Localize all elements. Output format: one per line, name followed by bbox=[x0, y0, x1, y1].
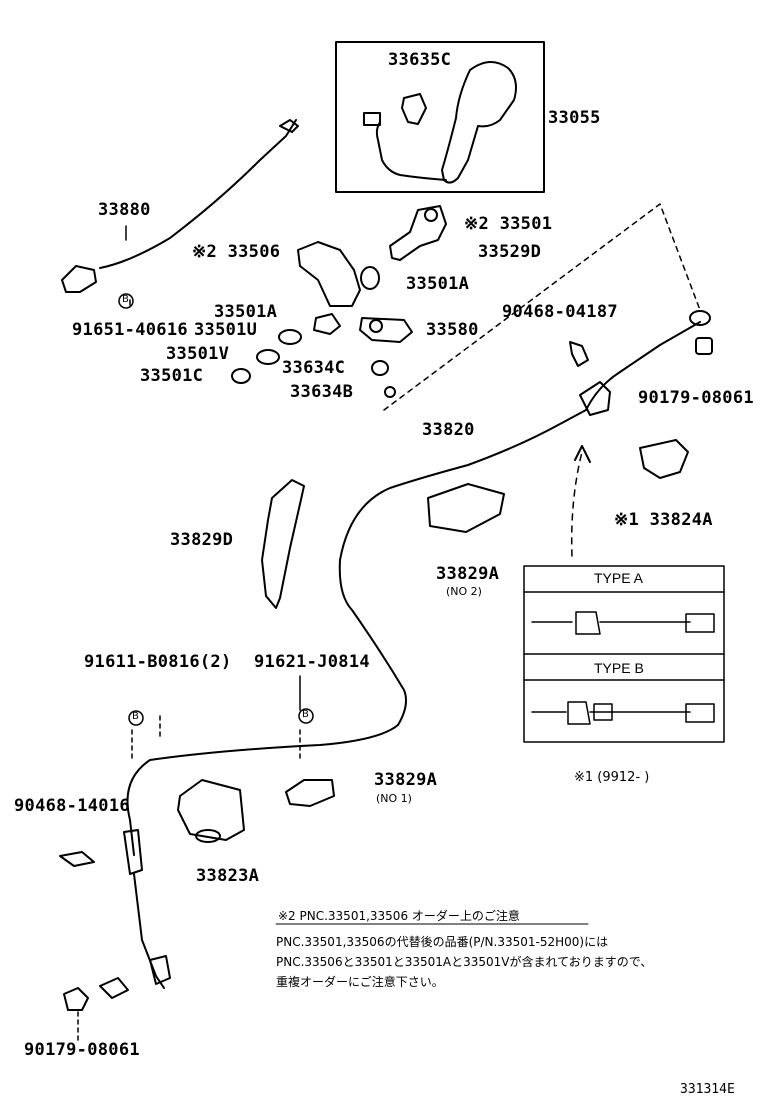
cable-33820 bbox=[126, 321, 701, 856]
shaft-33501 bbox=[389, 205, 447, 261]
label-33529d: 33529D bbox=[478, 242, 542, 262]
label-91621: 91621-J0814 bbox=[254, 652, 370, 672]
label-33829a-bot-note: (NO 1) bbox=[376, 792, 412, 805]
label-33634c: 33634C bbox=[282, 358, 346, 378]
label-33501v: 33501V bbox=[166, 344, 230, 364]
circle-b-2: B bbox=[132, 711, 139, 722]
cable-33880 bbox=[99, 119, 297, 269]
label-33501c: 33501C bbox=[140, 366, 204, 386]
label-33635c: 33635C bbox=[388, 50, 452, 70]
part-33824A bbox=[639, 439, 689, 479]
bracket-33580 bbox=[359, 317, 413, 343]
label-33829a-bot: 33829A bbox=[374, 770, 438, 790]
note2-title: ※2 PNC.33501,33506 オーダー上のご注意 bbox=[278, 909, 520, 923]
label-90179-top: 90179-08061 bbox=[638, 388, 754, 408]
label-33829a-top: 33829A bbox=[436, 564, 500, 584]
type-a-label: TYPE A bbox=[594, 570, 644, 586]
knob-box bbox=[335, 41, 545, 193]
bracket-33823A bbox=[177, 779, 245, 841]
note2-line2: PNC.33506と33501と33501Aと33501Vが含まれておりますので… bbox=[276, 955, 653, 969]
bracket-33829D bbox=[261, 479, 305, 609]
label-33824a: ※1 33824A bbox=[614, 510, 713, 530]
label-91611: 91611-B0816(2) bbox=[84, 652, 232, 672]
lever-33506 bbox=[297, 241, 361, 307]
label-33829d: 33829D bbox=[170, 530, 234, 550]
label-90468-04187: 90468-04187 bbox=[502, 302, 618, 322]
label-33501: ※2 33501 bbox=[464, 214, 553, 234]
label-33823a: 33823A bbox=[196, 866, 260, 886]
shift-knob bbox=[441, 61, 517, 184]
label-33501a-mid: 33501A bbox=[214, 302, 278, 322]
label-33055: 33055 bbox=[548, 108, 601, 128]
label-90179-bot: 90179-08061 bbox=[24, 1040, 140, 1060]
label-33501u: 33501U bbox=[194, 320, 258, 340]
bracket-33829A-no2 bbox=[427, 483, 505, 533]
circle-b-1: B bbox=[122, 294, 129, 305]
circle-b-3: B bbox=[302, 709, 309, 720]
label-33580: 33580 bbox=[426, 320, 479, 340]
label-33829a-top-note: (NO 2) bbox=[446, 585, 482, 598]
label-33634b: 33634B bbox=[290, 382, 354, 402]
label-91651: 91651-40616 bbox=[72, 320, 188, 340]
label-90468-14016: 90468-14016 bbox=[14, 796, 130, 816]
type-b-label: TYPE B bbox=[594, 660, 644, 676]
diagram-id: 331314E bbox=[680, 1082, 735, 1097]
label-33880: 33880 bbox=[98, 200, 151, 220]
label-33820: 33820 bbox=[422, 420, 475, 440]
footnote-1: ※1 (9912- ) bbox=[574, 770, 650, 785]
note2-line3: 重複オーダーにご注意下さい。 bbox=[276, 975, 444, 989]
label-33501a-top: 33501A bbox=[406, 274, 470, 294]
label-33506: ※2 33506 bbox=[192, 242, 281, 262]
note2-line1: PNC.33501,33506の代替後の品番(P/N.33501-52H00)に… bbox=[276, 935, 609, 949]
